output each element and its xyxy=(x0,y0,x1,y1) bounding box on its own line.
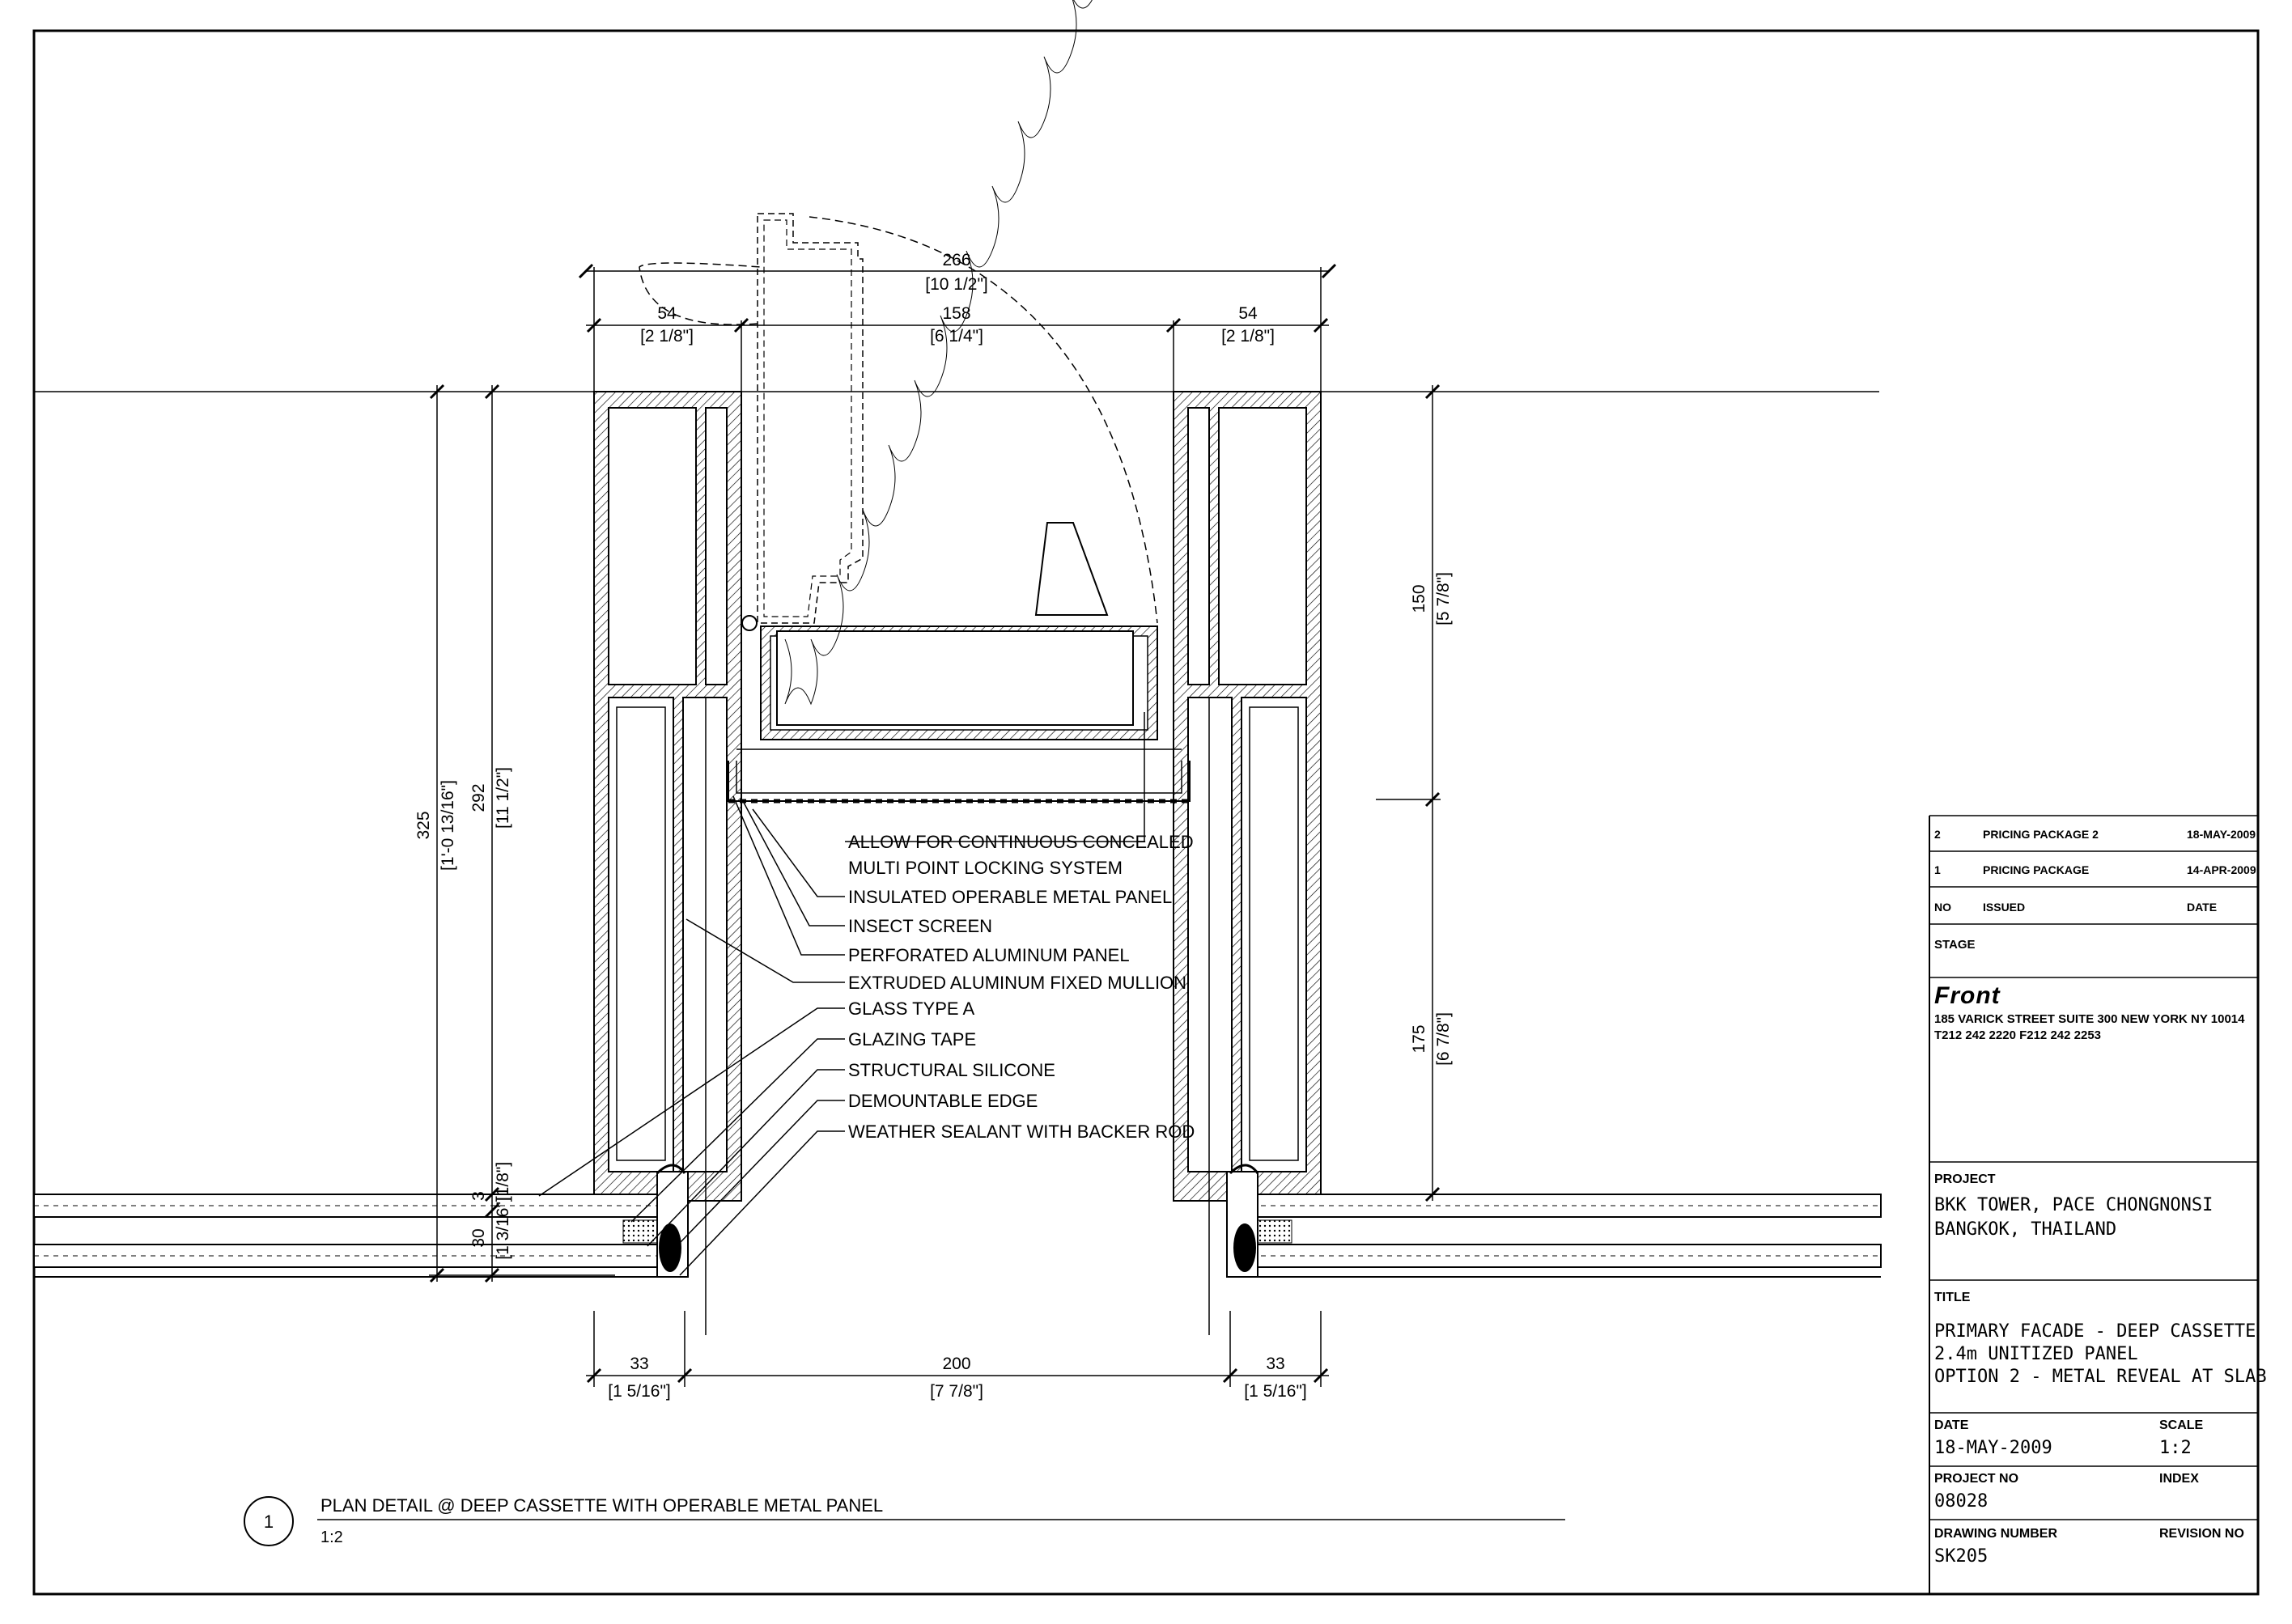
callout-locking-system-2: MULTI POINT LOCKING SYSTEM xyxy=(848,858,1123,878)
dim-left-inner: 292 xyxy=(469,783,488,812)
callout-glass-type-a: GLASS TYPE A xyxy=(848,999,974,1019)
firm-address: 185 VARICK STREET SUITE 300 NEW YORK NY … xyxy=(1934,1012,2245,1026)
rev-2-issued: PRICING PACKAGE 2 xyxy=(1983,828,2099,841)
panel-swing-path xyxy=(639,213,1158,624)
drawing-number-label: DRAWING NUMBER xyxy=(1934,1527,2057,1541)
date-label: DATE xyxy=(1934,1418,1969,1432)
dim-left-small-imperial-b: [1 3/16"] xyxy=(494,1197,512,1260)
glazing-right xyxy=(1226,1164,1882,1278)
project-no-value: 08028 xyxy=(1934,1491,1988,1512)
dimension-labels: 266 [10 1/2"] 54 [2 1/8"] 158 [6 1/4"] 5… xyxy=(414,251,1453,1401)
operable-panel xyxy=(728,0,1191,804)
dim-top-left-imperial: [2 1/8"] xyxy=(640,327,694,346)
dim-left-inner-imperial: [11 1/2"] xyxy=(494,767,512,829)
rev-1-issued: PRICING PACKAGE xyxy=(1983,863,2089,876)
project-no-label: PROJECT NO xyxy=(1934,1472,2018,1486)
dim-top-right-imperial: [2 1/8"] xyxy=(1221,327,1275,346)
callout-leaders xyxy=(538,712,1145,1276)
dim-right-upper-imperial: [5 7/8"] xyxy=(1434,572,1453,625)
stage-label: STAGE xyxy=(1934,938,1976,952)
dim-top-mid-imperial: [6 1/4"] xyxy=(930,327,983,346)
dim-left-total: 325 xyxy=(414,811,433,839)
firm-logo: Front xyxy=(1934,982,2001,1009)
callout-structural-silicone: STRUCTURAL SILICONE xyxy=(848,1060,1055,1080)
callout-fixed-mullion: EXTRUDED ALUMINUM FIXED MULLION xyxy=(848,973,1186,993)
project-label: PROJECT xyxy=(1934,1172,1996,1186)
dim-top-right: 54 xyxy=(1238,304,1258,323)
firm-phone: T212 242 2220 F212 242 2253 xyxy=(1934,1028,2101,1042)
dim-right-lower: 175 xyxy=(1410,1024,1428,1053)
date-value: 18-MAY-2009 xyxy=(1934,1438,2052,1458)
rev-header-no: NO xyxy=(1934,901,1951,914)
rev-header-date: DATE xyxy=(2187,901,2217,914)
project-line-1: BKK TOWER, PACE CHONGNONSI xyxy=(1934,1195,2213,1215)
title-line-1: PRIMARY FACADE - DEEP CASSETTE xyxy=(1934,1321,2256,1342)
callout-locking-system-1: ALLOW FOR CONTINUOUS CONCEALED xyxy=(848,832,1194,852)
detail-title: PLAN DETAIL @ DEEP CASSETTE WITH OPERABL… xyxy=(320,1495,883,1516)
callout-insulated-panel: INSULATED OPERABLE METAL PANEL xyxy=(848,887,1172,907)
dim-top-overall-imperial: [10 1/2"] xyxy=(925,275,988,294)
dim-bottom-left-imperial: [1 5/16"] xyxy=(608,1382,671,1401)
scale-label: SCALE xyxy=(2159,1418,2204,1432)
dim-left-small-a: 3 xyxy=(469,1191,488,1201)
title-line-2: 2.4m UNITIZED PANEL xyxy=(1934,1344,2138,1364)
index-label: INDEX xyxy=(2159,1472,2199,1486)
dim-right-upper: 150 xyxy=(1410,584,1428,613)
drawing-number-value: SK205 xyxy=(1934,1546,1988,1567)
callout-demountable-edge: DEMOUNTABLE EDGE xyxy=(848,1091,1038,1111)
rev-header-issued: ISSUED xyxy=(1983,901,2025,914)
rev-1-date: 14-APR-2009 xyxy=(2187,863,2256,876)
dim-left-small-imperial-a: [1/8"] xyxy=(494,1162,512,1201)
dim-bottom-mid: 200 xyxy=(942,1355,970,1373)
rev-2-no: 2 xyxy=(1934,828,1941,841)
detail-number-bubble xyxy=(244,1496,294,1546)
dim-bottom-mid-imperial: [7 7/8"] xyxy=(930,1382,983,1401)
title-block: 2 PRICING PACKAGE 2 18-MAY-2009 1 PRICIN… xyxy=(1929,815,2267,1594)
sheet-border xyxy=(32,29,2260,1596)
rev-1-no: 1 xyxy=(1934,863,1941,876)
dim-bottom-right-imperial: [1 5/16"] xyxy=(1244,1382,1307,1401)
detail-number: 1 xyxy=(264,1512,274,1532)
title-label: TITLE xyxy=(1934,1291,1971,1304)
title-line-3: OPTION 2 - METAL REVEAL AT SLAB xyxy=(1934,1367,2267,1387)
callout-perforated-panel: PERFORATED ALUMINUM PANEL xyxy=(848,945,1130,965)
dim-left-total-imperial: [1'-0 13/16"] xyxy=(439,780,457,871)
callout-glazing-tape: GLAZING TAPE xyxy=(848,1029,976,1049)
dimension-lines xyxy=(429,263,1441,1387)
revision-no-label: REVISION NO xyxy=(2159,1527,2244,1541)
callout-weather-sealant: WEATHER SEALANT WITH BACKER ROD xyxy=(848,1122,1195,1142)
left-mullion xyxy=(593,391,742,1202)
dim-top-overall: 266 xyxy=(942,251,970,269)
scale-value: 1:2 xyxy=(2159,1438,2192,1458)
detail-scale: 1:2 xyxy=(320,1529,343,1546)
dim-top-mid: 158 xyxy=(942,304,970,323)
callout-insect-screen: INSECT SCREEN xyxy=(848,916,992,936)
drawing-title: 1 PLAN DETAIL @ DEEP CASSETTE WITH OPERA… xyxy=(244,1495,1565,1546)
dim-top-left: 54 xyxy=(657,304,677,323)
rev-2-date: 18-MAY-2009 xyxy=(2187,828,2256,841)
glazing-left xyxy=(33,1164,689,1278)
right-mullion xyxy=(1173,391,1322,1202)
dim-bottom-left: 33 xyxy=(630,1355,648,1373)
dim-right-lower-imperial: [6 7/8"] xyxy=(1434,1012,1453,1066)
project-line-2: BANGKOK, THAILAND xyxy=(1934,1219,2116,1240)
callout-labels: ALLOW FOR CONTINUOUS CONCEALED MULTI POI… xyxy=(848,832,1195,1142)
dim-bottom-right: 33 xyxy=(1266,1355,1284,1373)
dim-left-small-b: 30 xyxy=(469,1228,488,1247)
